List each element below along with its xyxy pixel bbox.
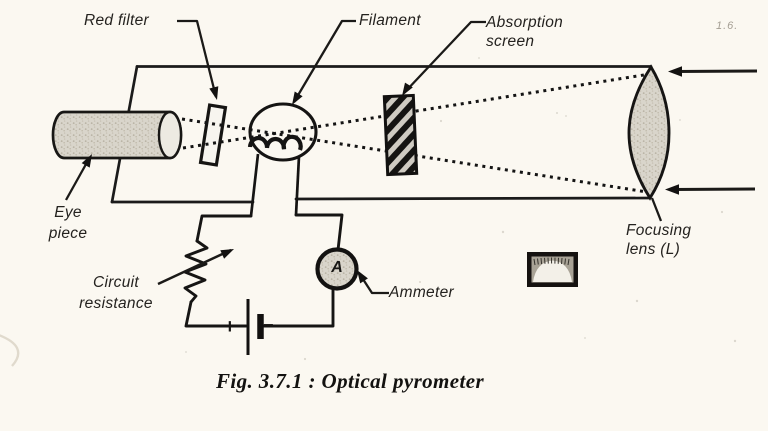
figure-caption: Fig. 3.7.1 : Optical pyrometer xyxy=(215,369,485,393)
filament-lead-left xyxy=(249,153,260,217)
filament-leader xyxy=(293,19,356,103)
wire-bottom-left xyxy=(184,300,248,328)
red-filter-arrowhead xyxy=(209,86,219,100)
wire-bottom-right xyxy=(259,288,335,328)
absorption-arrowhead xyxy=(402,82,413,96)
filament-label: Filament xyxy=(359,12,421,29)
red-filter-label: Red filter xyxy=(84,12,150,29)
eye-piece-label-line2: piece xyxy=(48,225,88,242)
filament-arrowhead xyxy=(292,91,303,105)
paper-crease-mark xyxy=(0,334,20,367)
rheostat-zigzag xyxy=(183,239,209,304)
wire-right-top xyxy=(294,213,344,252)
eye-piece-shape xyxy=(51,110,183,160)
eye-piece-label: Eye piece xyxy=(36,202,100,244)
optical-rays xyxy=(181,72,651,194)
battery-symbol xyxy=(246,299,264,355)
lens-bottom-arrow-line xyxy=(672,187,756,192)
rheostat-arrow-line xyxy=(157,248,232,286)
ammeter-letter: A xyxy=(331,259,343,276)
leader-lines xyxy=(64,19,758,295)
ammeter-dial xyxy=(315,247,359,291)
filament-bulb xyxy=(247,102,318,217)
focusing-lens-label-line1: Focusing xyxy=(626,222,692,239)
absorption-screen-label-line1: Absorption xyxy=(486,14,564,31)
battery-minus-sign: − xyxy=(263,315,274,335)
circuit-resistance-label-line2: resistance xyxy=(79,295,153,312)
paper-specks xyxy=(83,57,737,361)
page-corner-note: 1.6. xyxy=(716,20,739,32)
focusing-lens-shape xyxy=(627,64,671,201)
red-filter-leader xyxy=(177,19,218,98)
lens-top-arrowhead xyxy=(668,66,682,77)
lens-bottom-arrowhead xyxy=(665,184,679,195)
filament-lead-right xyxy=(294,155,301,216)
red-filter-shape xyxy=(198,103,228,167)
eye-piece-label-line1: Eye xyxy=(54,204,82,221)
focusing-lens-leader xyxy=(650,197,663,222)
focusing-lens-label: Focusing lens (L) xyxy=(626,221,691,259)
absorption-screen-shape xyxy=(382,93,419,177)
filament-coil xyxy=(247,134,303,151)
optical-ray-upper-left xyxy=(181,117,648,194)
eye-piece-arrowhead xyxy=(81,154,92,168)
wire-left-top xyxy=(195,214,253,243)
absorption-screen-label-line2: screen xyxy=(486,33,535,50)
arrowheads xyxy=(81,66,682,284)
battery-plus-sign: + xyxy=(224,316,236,338)
absorption-screen-label: Absorption screen xyxy=(486,13,563,51)
telescope-tube-outline xyxy=(110,65,653,204)
meter-display xyxy=(527,252,578,287)
optical-ray-lower-left xyxy=(182,72,651,150)
ammeter-label: Ammeter xyxy=(389,284,454,301)
ammeter-arrowhead xyxy=(357,270,368,284)
rheostat-arrowhead xyxy=(220,249,234,259)
circuit-resistance-label-line1: Circuit xyxy=(92,274,140,291)
lens-top-arrow-line xyxy=(675,69,758,74)
absorption-leader xyxy=(403,20,486,94)
focusing-lens-label-line2: lens (L) xyxy=(626,241,681,258)
circuit-resistance-label: Circuit resistance xyxy=(62,272,170,314)
